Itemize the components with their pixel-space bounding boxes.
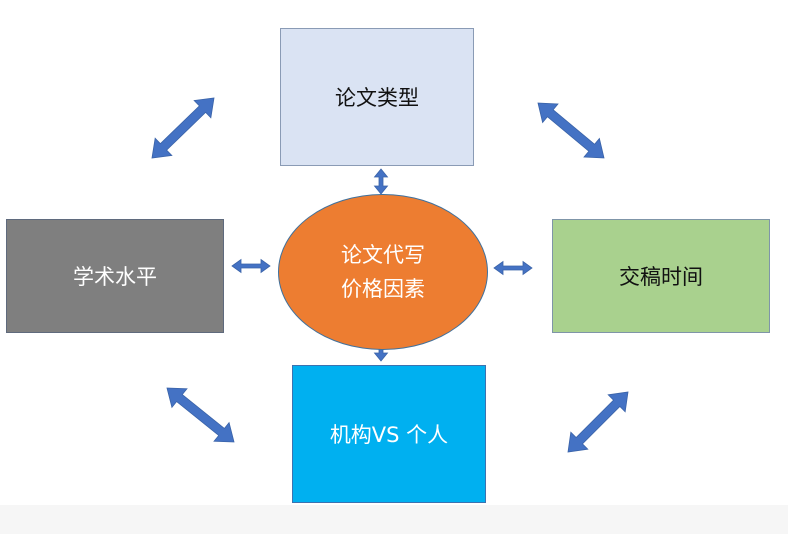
node-paper-type: 论文类型 <box>280 28 474 166</box>
node-agency-vs-individual: 机构VS 个人 <box>292 365 486 503</box>
node-delivery-time: 交稿时间 <box>552 219 770 333</box>
node-academic-level: 学术水平 <box>6 219 224 333</box>
node-label: 学术水平 <box>73 265 157 289</box>
arrow-bottom-left-icon <box>166 387 235 443</box>
arrow-top-right-icon <box>537 102 605 159</box>
arrow-top-center-icon <box>373 168 389 195</box>
center-ellipse: 论文代写 价格因素 <box>278 194 488 350</box>
center-line-1: 论文代写 <box>341 243 425 267</box>
node-label: 机构VS 个人 <box>329 423 449 447</box>
node-label: 论文类型 <box>335 86 419 110</box>
footer-strip <box>0 505 788 534</box>
node-label: 交稿时间 <box>619 265 703 289</box>
arrow-left-center-icon <box>231 258 271 274</box>
arrow-bottom-right-icon <box>567 391 629 453</box>
arrow-right-center-icon <box>493 260 533 276</box>
arrow-top-left-icon <box>151 97 215 159</box>
center-line-2: 价格因素 <box>341 277 425 301</box>
